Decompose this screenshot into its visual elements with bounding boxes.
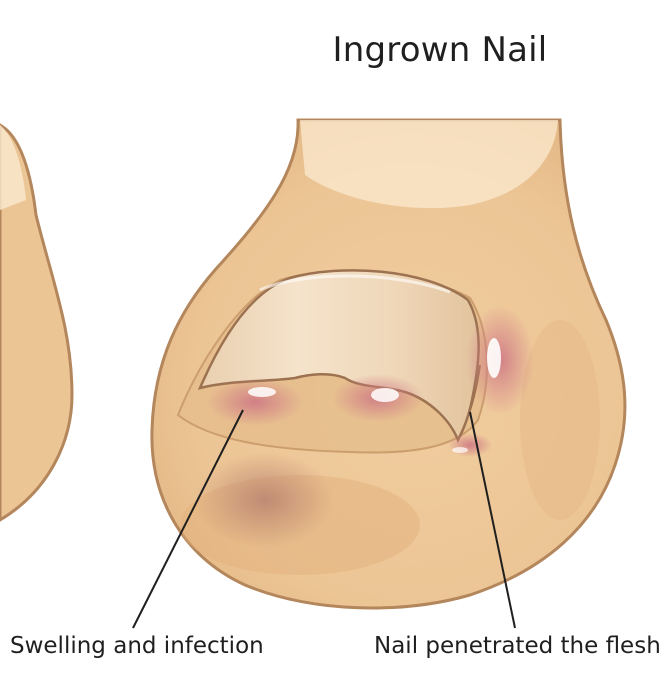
inflammation-areas [207, 305, 534, 457]
leader-lines [132, 409, 516, 629]
infection-spot-left [207, 378, 303, 426]
penetration-site [448, 433, 492, 457]
swelling-leader-line [132, 409, 244, 629]
diagram-title: Ingrown Nail [332, 30, 548, 70]
label-nail-penetrated: Nail penetrated the flesh [374, 633, 661, 659]
bruise-area [195, 452, 335, 548]
left-toe [0, 123, 74, 522]
penetration-leader-line [469, 411, 516, 629]
label-swelling-infection: Swelling and infection [10, 633, 264, 659]
